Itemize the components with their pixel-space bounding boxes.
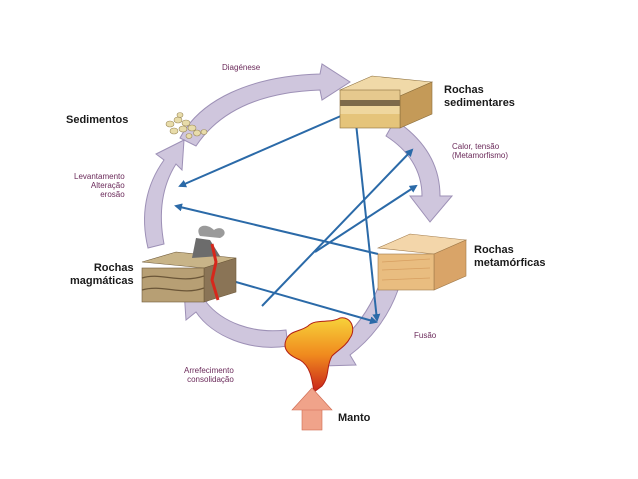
process-fusao: Fusão — [414, 331, 437, 340]
process-levantamento-line2: Alteração — [90, 181, 125, 191]
arrow-sedimentary-to-metamorphic — [385, 119, 454, 223]
process-levantamento: Levantamento Alteração erosão — [74, 172, 125, 200]
metamorphic-rock-block — [376, 233, 468, 291]
label-rochas-metamorficas: Rochas metamórficas — [474, 244, 546, 269]
label-rochas-magmaticas-line1: Rochas — [93, 262, 134, 274]
label-rochas-sedimentares-line2: sedimentares — [444, 96, 515, 109]
process-arrefecimento-line1: Arrefecimento — [184, 366, 234, 375]
process-levantamento-line3: erosão — [100, 190, 125, 200]
inner-arrows — [174, 111, 418, 325]
label-rochas-magmaticas-line2: magmáticas — [70, 274, 134, 287]
label-rochas-metamorficas-line1: Rochas — [474, 244, 514, 256]
process-metamorfismo-line1: Calor, tensão — [452, 142, 500, 151]
sedimentary-rock-block — [338, 75, 434, 129]
process-levantamento-line1: Levantamento — [74, 172, 125, 181]
label-rochas-sedimentares: Rochas sedimentares — [444, 84, 515, 109]
label-rochas-sedimentares-line1: Rochas — [444, 84, 484, 96]
process-metamorfismo-line2: (Metamorfismo) — [452, 151, 509, 161]
arrow-igneous-to-sediments — [144, 139, 185, 249]
sediments-illustration — [165, 112, 208, 139]
magma-illustration — [284, 317, 354, 393]
mantle-arrow — [291, 387, 333, 431]
arrow-sediments-to-sedimentary — [179, 63, 351, 147]
process-metamorfismo: Calor, tensão (Metamorfismo) — [452, 142, 508, 160]
label-rochas-metamorficas-line2: metamórficas — [474, 256, 546, 269]
label-manto: Manto — [338, 412, 371, 424]
process-arrefecimento: Arrefecimento consolidação — [184, 366, 234, 384]
process-diagenese: Diagénese — [222, 63, 261, 72]
process-arrefecimento-line2: consolidação — [187, 375, 234, 385]
label-rochas-magmaticas: Rochas magmáticas — [70, 262, 134, 287]
label-sedimentos: Sedimentos — [66, 114, 129, 126]
igneous-rock-block — [141, 225, 237, 303]
